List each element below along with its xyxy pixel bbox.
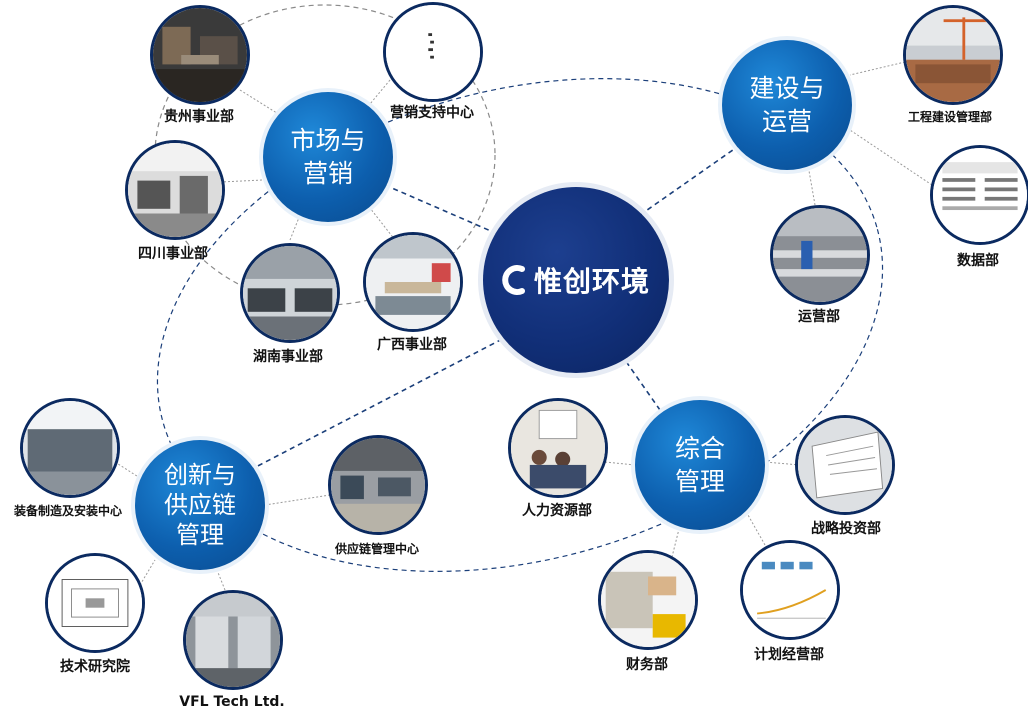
hr-photo: [508, 398, 608, 498]
marketing-support-photo: [383, 2, 483, 102]
hub-management: 综合 管理: [635, 400, 765, 530]
label-research: 技术研究院: [60, 659, 130, 675]
label-hr: 人力资源部: [522, 503, 592, 519]
hub-marketing: 市场与 营销: [263, 92, 393, 222]
operations-photo: [770, 205, 870, 305]
link-marketing: [384, 184, 501, 236]
data-photo: [930, 145, 1028, 245]
company-core-circle: 惟创环境: [483, 187, 669, 373]
label-data: 数据部: [957, 253, 999, 269]
link-management: [624, 359, 661, 411]
guizhou-photo: [150, 5, 250, 105]
label-marketing-support: 营销支持中心: [390, 105, 474, 121]
label-strategy: 战略投资部: [811, 521, 881, 537]
label-sichuan: 四川事业部: [138, 246, 208, 262]
company-name: 惟创环境: [533, 265, 650, 298]
label-finance: 财务部: [626, 657, 668, 673]
link-construction: [639, 144, 741, 216]
label-vfl: VFL Tech Ltd.: [179, 694, 285, 710]
company-logo-icon: [502, 265, 525, 295]
equipment-photo: [20, 398, 120, 498]
label-guizhou: 贵州事业部: [164, 109, 234, 125]
supply-chain-photo: [328, 435, 428, 535]
hub-innovation: 创新与 供应链 管理: [135, 440, 265, 570]
link-innovation: [249, 334, 511, 471]
label-equipment: 装备制造及安装中心: [13, 504, 123, 518]
label-operations: 运营部: [798, 309, 840, 325]
sichuan-photo: [125, 140, 225, 240]
finance-photo: [598, 550, 698, 650]
planning-photo: [740, 540, 840, 640]
research-photo: [45, 553, 145, 653]
label-supply-chain: 供应链管理中心: [334, 542, 420, 556]
label-planning: 计划经营部: [754, 647, 824, 663]
engineering-photo: [903, 5, 1003, 105]
label-hunan: 湖南事业部: [253, 349, 323, 365]
dept-links: [114, 61, 933, 591]
label-engineering: 工程建设管理部: [907, 110, 993, 124]
guangxi-photo: [363, 232, 463, 332]
marketing-ring: [154, 4, 496, 306]
hub-construction: 建设与 运营: [722, 40, 852, 170]
vfl-photo: [183, 590, 283, 690]
strategy-photo: [795, 415, 895, 515]
outer-orbit: [156, 78, 884, 572]
hunan-photo: [240, 243, 340, 343]
label-guangxi: 广西事业部: [377, 337, 447, 353]
